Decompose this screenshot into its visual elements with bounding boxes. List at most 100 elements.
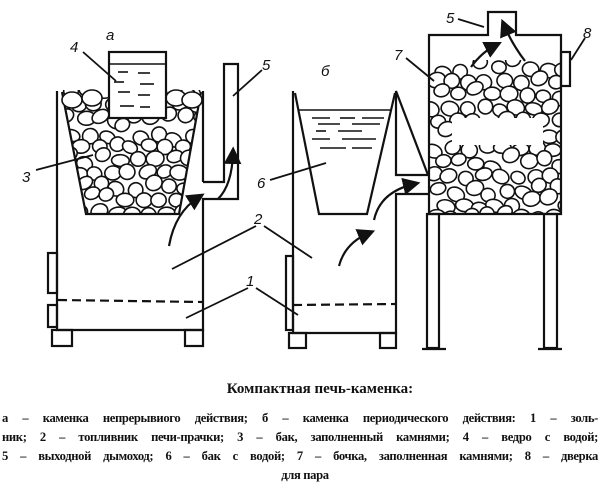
stone (156, 138, 174, 156)
stone (557, 198, 561, 213)
stove-a-body (55, 91, 224, 332)
steam-door (559, 50, 572, 88)
stove-diagram: а б 4 3 5 2 1 6 7 5 8 (22, 10, 592, 351)
flow-arrow (470, 42, 502, 68)
stove-b-body (291, 90, 430, 335)
stove-a-door-lower (46, 303, 59, 329)
flow-arrow (167, 193, 205, 247)
stone-tank (60, 91, 203, 216)
caption-line: ник; 2 – топливник печи-прачки; 3 – бак,… (2, 430, 598, 444)
flow-arrow (500, 18, 526, 62)
stone (496, 204, 513, 214)
stone (536, 149, 553, 167)
stone (540, 98, 560, 115)
stone (115, 192, 135, 208)
stone (539, 188, 559, 206)
label-variant-a: а (106, 27, 114, 44)
stone (81, 89, 103, 107)
caption-line: 5 – выходной дымоход; 6 – бак с водой; 7… (2, 449, 598, 463)
stove-b-door (284, 254, 295, 332)
stone (129, 150, 147, 167)
stone (145, 174, 163, 192)
stone (466, 156, 485, 171)
stone (504, 60, 522, 68)
bucket (107, 50, 168, 120)
stone-barrel (422, 10, 572, 351)
stone (499, 183, 516, 200)
flow-arrow (217, 146, 242, 200)
label-3: 3 (22, 169, 31, 186)
stone (463, 207, 480, 214)
stone (160, 178, 178, 194)
stone (442, 210, 459, 214)
caption-line: для пара (281, 468, 329, 482)
stone (480, 187, 496, 203)
stone (94, 147, 112, 163)
stove-a-foot-left (50, 328, 74, 348)
stone (145, 150, 165, 168)
stone (529, 211, 548, 214)
stone (110, 153, 131, 168)
label-5-c: 5 (446, 10, 455, 27)
stone (195, 176, 201, 191)
stone (90, 202, 109, 214)
stone (551, 112, 561, 128)
stone (63, 192, 82, 208)
stone (512, 74, 530, 92)
stone (122, 206, 142, 214)
stone (483, 86, 502, 101)
stove-b-foot-right (378, 331, 398, 350)
stone (530, 70, 549, 87)
grate-b (292, 302, 397, 307)
flow-arrow (372, 177, 421, 221)
stone (465, 80, 484, 96)
stone (433, 83, 451, 98)
stone (98, 187, 115, 202)
flow-arrow (337, 229, 376, 267)
stone (429, 101, 440, 118)
stone (83, 186, 101, 201)
label-7: 7 (394, 47, 403, 64)
stone (439, 168, 458, 184)
bucket-water (110, 63, 165, 108)
stone (192, 209, 201, 214)
label-variant-b: б (321, 63, 330, 80)
stone (114, 117, 131, 133)
stone (62, 164, 72, 181)
stone (450, 152, 467, 167)
stove-b-foot-left (287, 331, 308, 350)
stone (61, 91, 83, 109)
stove-a-foot-right (183, 328, 205, 348)
blurred-area (452, 118, 543, 145)
stone (177, 107, 195, 124)
barrel-leg-right (542, 212, 559, 350)
barrel-body (427, 10, 563, 216)
label-5-a: 5 (262, 57, 271, 74)
caption-title: Компактная печь-каменка: (226, 381, 414, 397)
stone (510, 170, 526, 185)
stone (181, 91, 203, 109)
stone (555, 129, 561, 146)
stone (150, 192, 167, 208)
tank-water (299, 109, 392, 149)
stone (197, 151, 201, 169)
stone (501, 146, 521, 164)
caption-line: а – каменка непрерывиого действия; б – к… (2, 411, 598, 425)
stone (535, 89, 552, 104)
stone (118, 163, 136, 181)
stone (62, 176, 76, 192)
stone (140, 206, 157, 214)
stove-a (46, 50, 242, 348)
water-tank (293, 92, 397, 216)
stone (193, 139, 201, 153)
grate-a (57, 298, 204, 304)
stone (511, 208, 531, 214)
stone (71, 204, 89, 214)
stone (478, 206, 496, 214)
label-1: 1 (246, 273, 254, 290)
barrel-leg-left (425, 212, 441, 350)
stone (121, 140, 139, 155)
stone (440, 100, 460, 117)
stone (465, 179, 485, 197)
stone (519, 87, 536, 104)
